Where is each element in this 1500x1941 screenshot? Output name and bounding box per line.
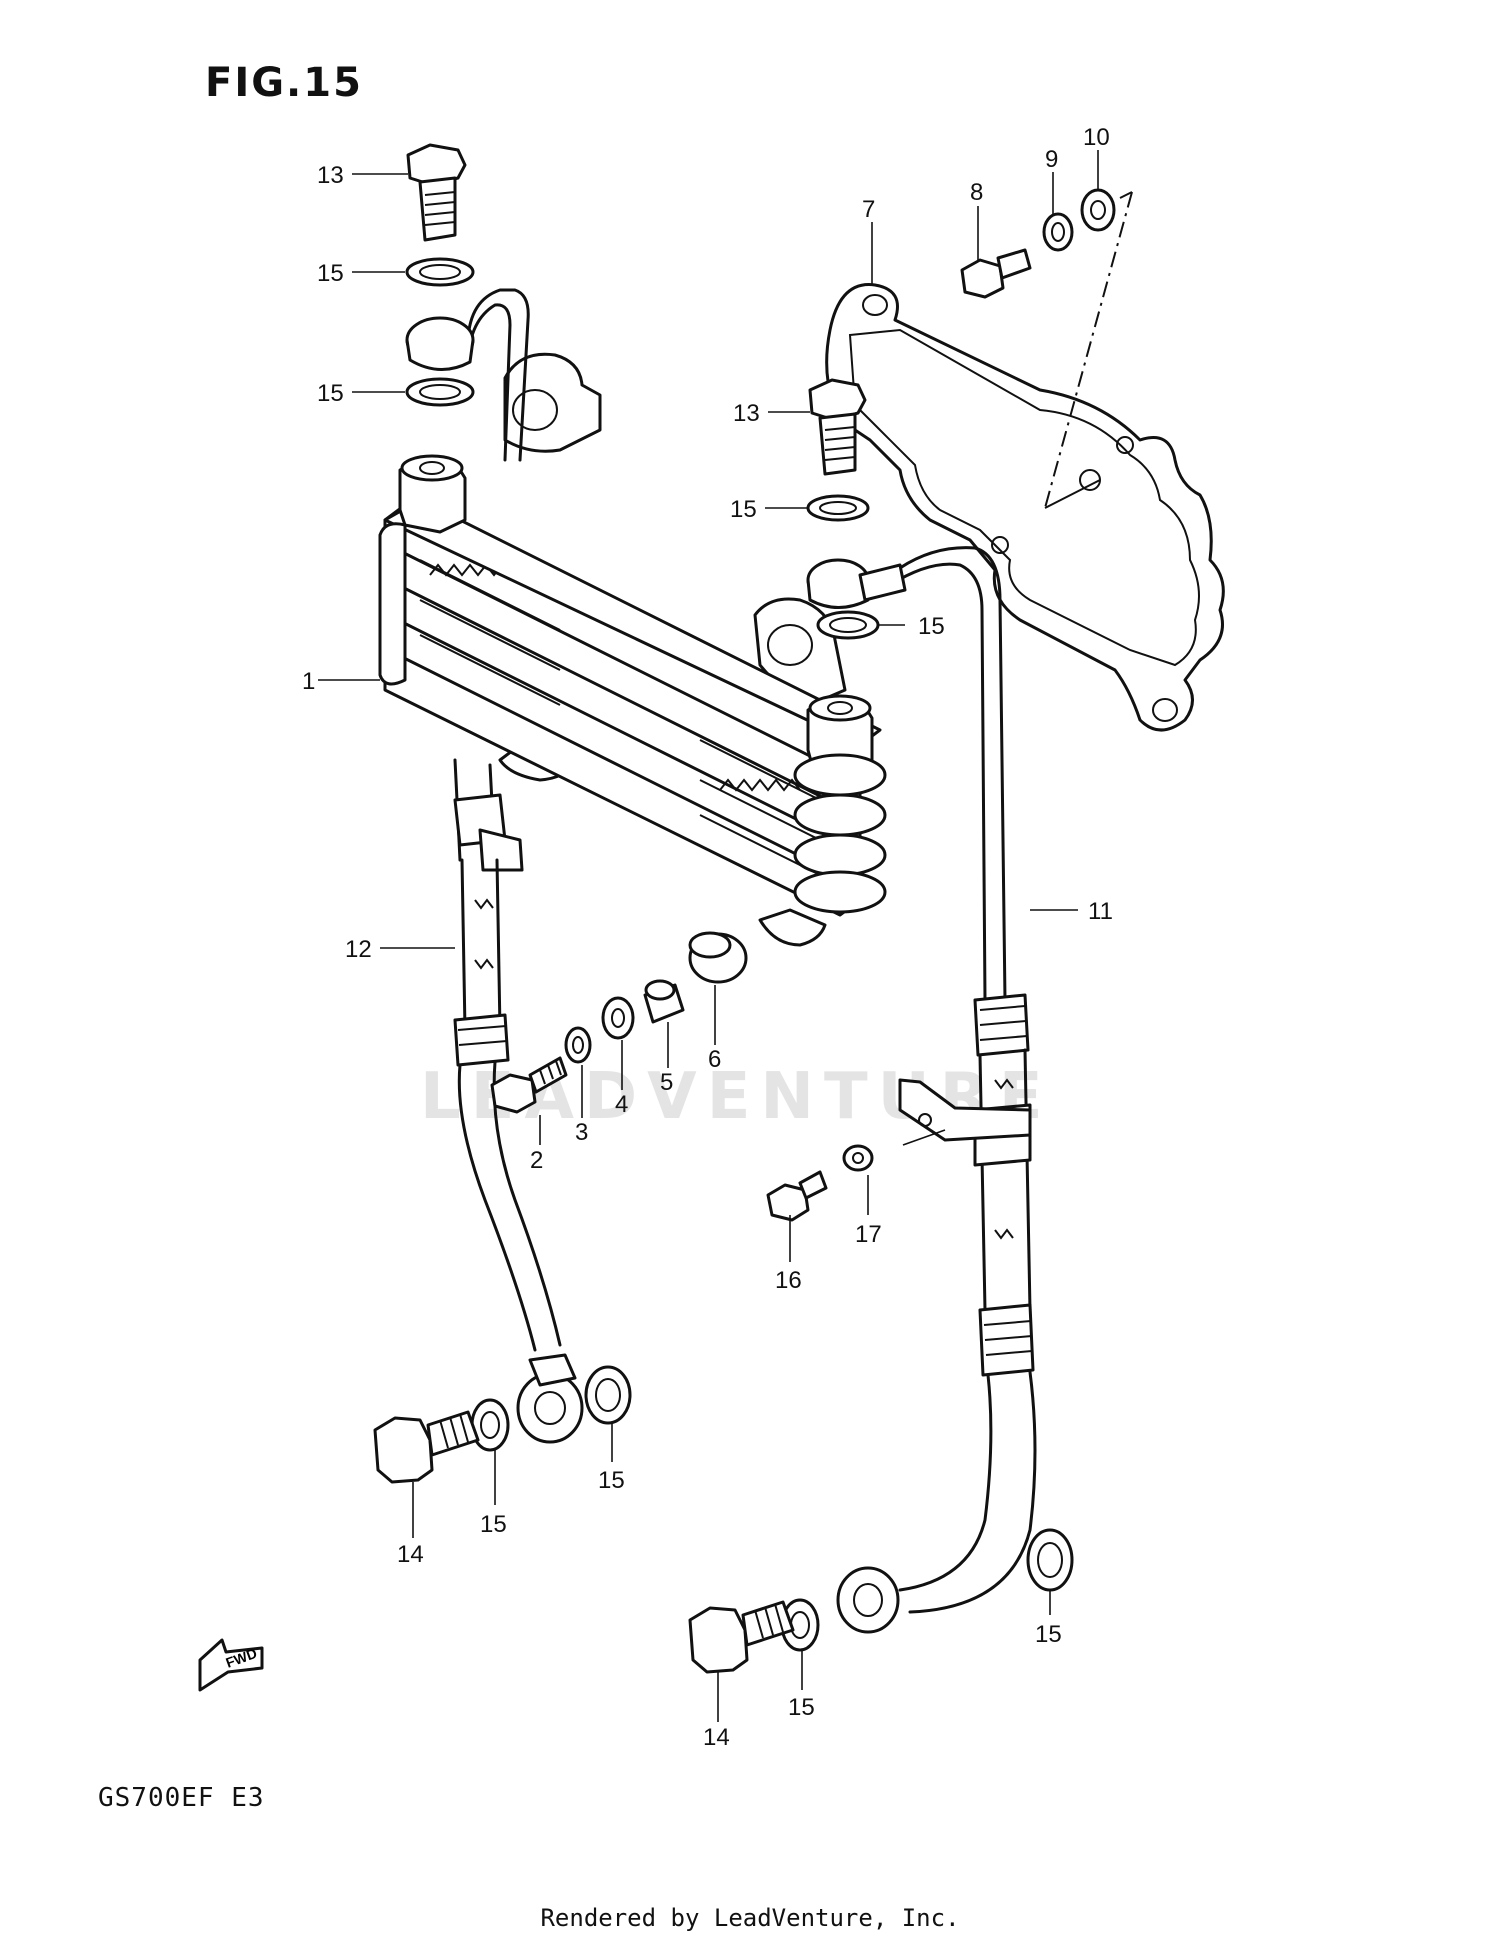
callout-13: 13 (733, 400, 760, 427)
callout-5: 5 (660, 1069, 673, 1096)
callout-4: 4 (615, 1091, 628, 1118)
callout-8: 8 (970, 179, 983, 206)
callout-15: 15 (730, 496, 757, 523)
callout-17: 17 (855, 1221, 882, 1248)
washer-4 (601, 996, 635, 1040)
bolt-2 (490, 1056, 568, 1114)
washer-10 (1080, 188, 1116, 232)
union-bolt-13-right (808, 378, 867, 476)
callout-15: 15 (788, 1694, 815, 1721)
callout-1: 1 (302, 668, 315, 695)
callout-2: 2 (530, 1147, 543, 1174)
bracket-plate (825, 191, 1225, 732)
callout-13: 13 (317, 162, 344, 189)
washers (405, 257, 1074, 1652)
washer-17 (842, 1144, 874, 1172)
callout-15: 15 (317, 260, 344, 287)
union-bolt-13-left (406, 143, 467, 242)
banjo-bolt-14-left (373, 1410, 480, 1484)
figure-title: FIG.15 (205, 60, 363, 106)
callout-9: 9 (1045, 146, 1058, 173)
callout-10: 10 (1083, 124, 1110, 151)
callout-11: 11 (1088, 898, 1113, 925)
oil-cooler (378, 352, 887, 947)
callout-6: 6 (708, 1046, 721, 1073)
leader-lines (318, 150, 1099, 1722)
callout-14: 14 (397, 1541, 424, 1568)
callout-7: 7 (862, 196, 875, 223)
left-oil-hose (405, 288, 584, 1444)
callout-15: 15 (1035, 1621, 1062, 1648)
callout-15: 15 (598, 1467, 625, 1494)
bolt-8 (960, 248, 1032, 299)
washer-3 (564, 1026, 592, 1064)
callout-14: 14 (703, 1724, 730, 1751)
callout-16: 16 (775, 1267, 802, 1294)
fwd-arrow-icon: FWD (198, 1638, 264, 1692)
callout-15: 15 (918, 613, 945, 640)
callout-12: 12 (345, 936, 372, 963)
banjo-bolt-14-right (688, 1600, 795, 1674)
callouts: 13 15 15 1 12 2 3 4 5 6 7 8 9 10 13 15 1… (302, 124, 1113, 1751)
callout-3: 3 (575, 1119, 588, 1146)
hose-clip (898, 1078, 1032, 1142)
collar-5 (643, 979, 685, 1024)
washer-9 (1042, 212, 1074, 252)
callout-15: 15 (480, 1511, 507, 1538)
grommet-6 (688, 931, 748, 984)
model-code: GS700EF E3 (98, 1783, 265, 1813)
footer-credit: Rendered by LeadVenture, Inc. (540, 1904, 960, 1932)
bolt-16 (766, 1170, 828, 1222)
callout-15: 15 (317, 380, 344, 407)
